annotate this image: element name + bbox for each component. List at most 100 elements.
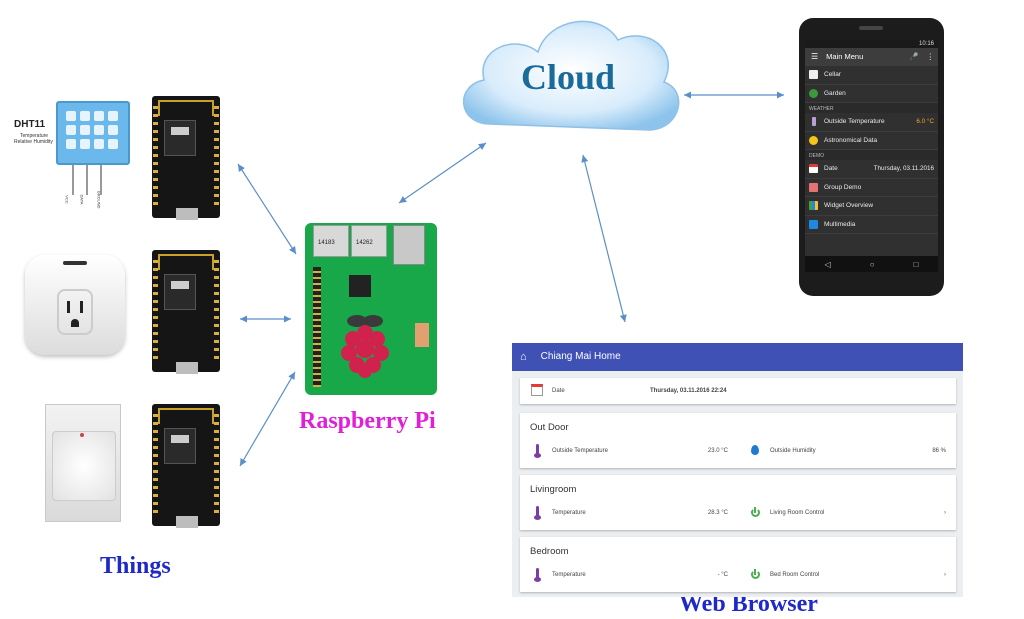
phone-item-astronomical-data[interactable]: Astronomical Data xyxy=(805,132,938,150)
outdoor-card: Out Door Outside Temperature 23.0 °C Out… xyxy=(520,413,956,468)
phone-screen: 10:16 ☰ Main Menu 🎤 ⋮ Cellar Garden WEAT… xyxy=(805,40,938,272)
phone-item-widget-overview[interactable]: Widget Overview xyxy=(805,197,938,216)
raspberry-pi-board: 14183 14262 xyxy=(305,223,437,395)
web-browser-ui: ⌂ Chiang Mai Home Date Thursday, 03.11.2… xyxy=(512,343,963,597)
dht11-subtitle1: Temperature xyxy=(20,133,49,139)
dht11-pin xyxy=(72,165,74,195)
phone-item-group-demo[interactable]: Group Demo xyxy=(805,179,938,197)
arrow-esp3-rpi xyxy=(239,371,296,467)
thermometer-icon xyxy=(812,117,816,127)
rpi-usb-1: 14183 xyxy=(313,225,349,257)
plug-outlet xyxy=(57,289,93,335)
dht11-title: DHT11 xyxy=(14,119,46,130)
garden-icon xyxy=(809,88,818,98)
phone-nav-bar: ◁ ○ □ xyxy=(805,256,938,272)
smart-plug xyxy=(25,255,125,355)
web-header: ⌂ Chiang Mai Home xyxy=(512,343,963,371)
thermometer-icon xyxy=(530,506,544,520)
bedroom-title: Bedroom xyxy=(530,546,569,557)
phone-speaker xyxy=(859,26,883,30)
livingroom-card: Livingroom Temperature 28.3 °C Living Ro… xyxy=(520,475,956,530)
raspberry-pi-label: Raspberry Pi xyxy=(299,408,436,434)
hamburger-menu-icon[interactable]: ☰ xyxy=(811,52,819,61)
calendar-icon xyxy=(809,164,818,174)
dht11-pin-label: VCC xyxy=(64,195,70,204)
outdoor-title: Out Door xyxy=(530,422,569,433)
livingroom-temperature-value: 28.3 °C xyxy=(707,510,728,516)
outside-humidity-value: 86 % xyxy=(932,448,946,454)
dht11-subtitle2: Relative Humidity xyxy=(14,139,53,145)
outside-temperature-cell: Outside Temperature 23.0 °C xyxy=(520,440,738,462)
back-icon[interactable]: ◁ xyxy=(824,259,831,269)
arrow-rpi-cloud xyxy=(398,142,487,204)
home-icon[interactable]: ⌂ xyxy=(520,351,527,363)
cloud-label: Cloud xyxy=(520,57,616,97)
arrow-esp1-rpi xyxy=(237,163,297,255)
date-label: Date xyxy=(552,388,565,394)
chevron-right-icon[interactable]: › xyxy=(944,572,946,578)
rpi-usb-2: 14262 xyxy=(351,225,387,257)
phone-item-garden[interactable]: Garden xyxy=(805,85,938,103)
esp8266-board-1 xyxy=(152,96,220,220)
dht11-sensor: DHT11 Temperature Relative Humidity VCC … xyxy=(14,99,134,214)
rpi-gpio xyxy=(313,267,321,387)
mic-icon[interactable]: 🎤 xyxy=(909,52,919,61)
livingroom-temperature-cell: Temperature 28.3 °C xyxy=(520,502,738,524)
overflow-menu-icon[interactable]: ⋮ xyxy=(926,52,935,61)
motion-sensor xyxy=(45,404,121,522)
esp8266-board-3 xyxy=(152,404,220,528)
power-icon xyxy=(748,568,762,581)
cellar-icon xyxy=(809,70,818,80)
pir-led xyxy=(80,433,84,437)
livingroom-title: Livingroom xyxy=(530,484,577,495)
rpi-display-port xyxy=(415,323,429,347)
living-room-control[interactable]: Living Room Control › xyxy=(738,502,956,524)
esp8266-board-2 xyxy=(152,250,220,374)
bedroom-card: Bedroom Temperature - °C Bed Room Contro… xyxy=(520,537,956,592)
date-card: Date Thursday, 03.11.2016 22:24 xyxy=(520,378,956,404)
water-drop-icon xyxy=(748,445,762,457)
cloud: Cloud xyxy=(450,4,686,149)
arrow-cloud-web xyxy=(581,154,627,323)
bedroom-temperature-cell: Temperature - °C xyxy=(520,564,738,586)
dht11-body xyxy=(56,101,130,165)
home-circle-icon[interactable]: ○ xyxy=(869,259,875,269)
phone-item-outside-temperature[interactable]: Outside Temperature 6.0 °C xyxy=(805,113,938,132)
phone-app-bar: ☰ Main Menu 🎤 ⋮ xyxy=(805,48,938,66)
rpi-chip xyxy=(349,275,371,297)
dht11-pin-label: DATA xyxy=(79,194,85,205)
phone-item-date[interactable]: Date Thursday, 03.11.2016 xyxy=(805,160,938,179)
phone-section-weather: WEATHER xyxy=(805,103,938,113)
power-icon xyxy=(748,506,762,519)
sun-icon xyxy=(809,135,818,145)
plug-led xyxy=(63,261,87,265)
house-icon xyxy=(809,182,818,192)
dht11-pin xyxy=(100,165,102,195)
phone-item-multimedia[interactable]: Multimedia xyxy=(805,216,938,234)
date-value: Thursday, 03.11.2016 22:24 xyxy=(650,388,727,394)
phone-title: Main Menu xyxy=(826,52,864,61)
outside-humidity-cell: Outside Humidity 86 % xyxy=(738,440,956,462)
raspberry-logo-icon xyxy=(341,315,389,378)
recents-icon[interactable]: □ xyxy=(913,259,919,269)
chevron-right-icon[interactable]: › xyxy=(944,510,946,516)
dht11-pin-label: GROUND xyxy=(96,190,102,209)
web-title: Chiang Mai Home xyxy=(540,351,621,362)
outside-temperature-value: 23.0 °C xyxy=(707,448,728,454)
phone-status-bar: 10:16 xyxy=(805,40,938,48)
phone-section-demo: DEMO xyxy=(805,150,938,160)
thermometer-icon xyxy=(530,444,544,458)
rpi-ethernet xyxy=(393,225,425,265)
bed-room-control[interactable]: Bed Room Control › xyxy=(738,564,956,586)
bedroom-temperature-value: - °C xyxy=(717,572,728,578)
cloud-shape xyxy=(462,20,680,131)
pir-lens xyxy=(52,431,116,501)
multimedia-icon xyxy=(809,219,818,229)
dht11-pin xyxy=(86,165,88,195)
calendar-icon xyxy=(530,384,544,398)
thermometer-icon xyxy=(530,568,544,582)
status-time: 10:16 xyxy=(918,41,934,47)
phone-item-cellar[interactable]: Cellar xyxy=(805,66,938,85)
things-label: Things xyxy=(100,553,171,579)
